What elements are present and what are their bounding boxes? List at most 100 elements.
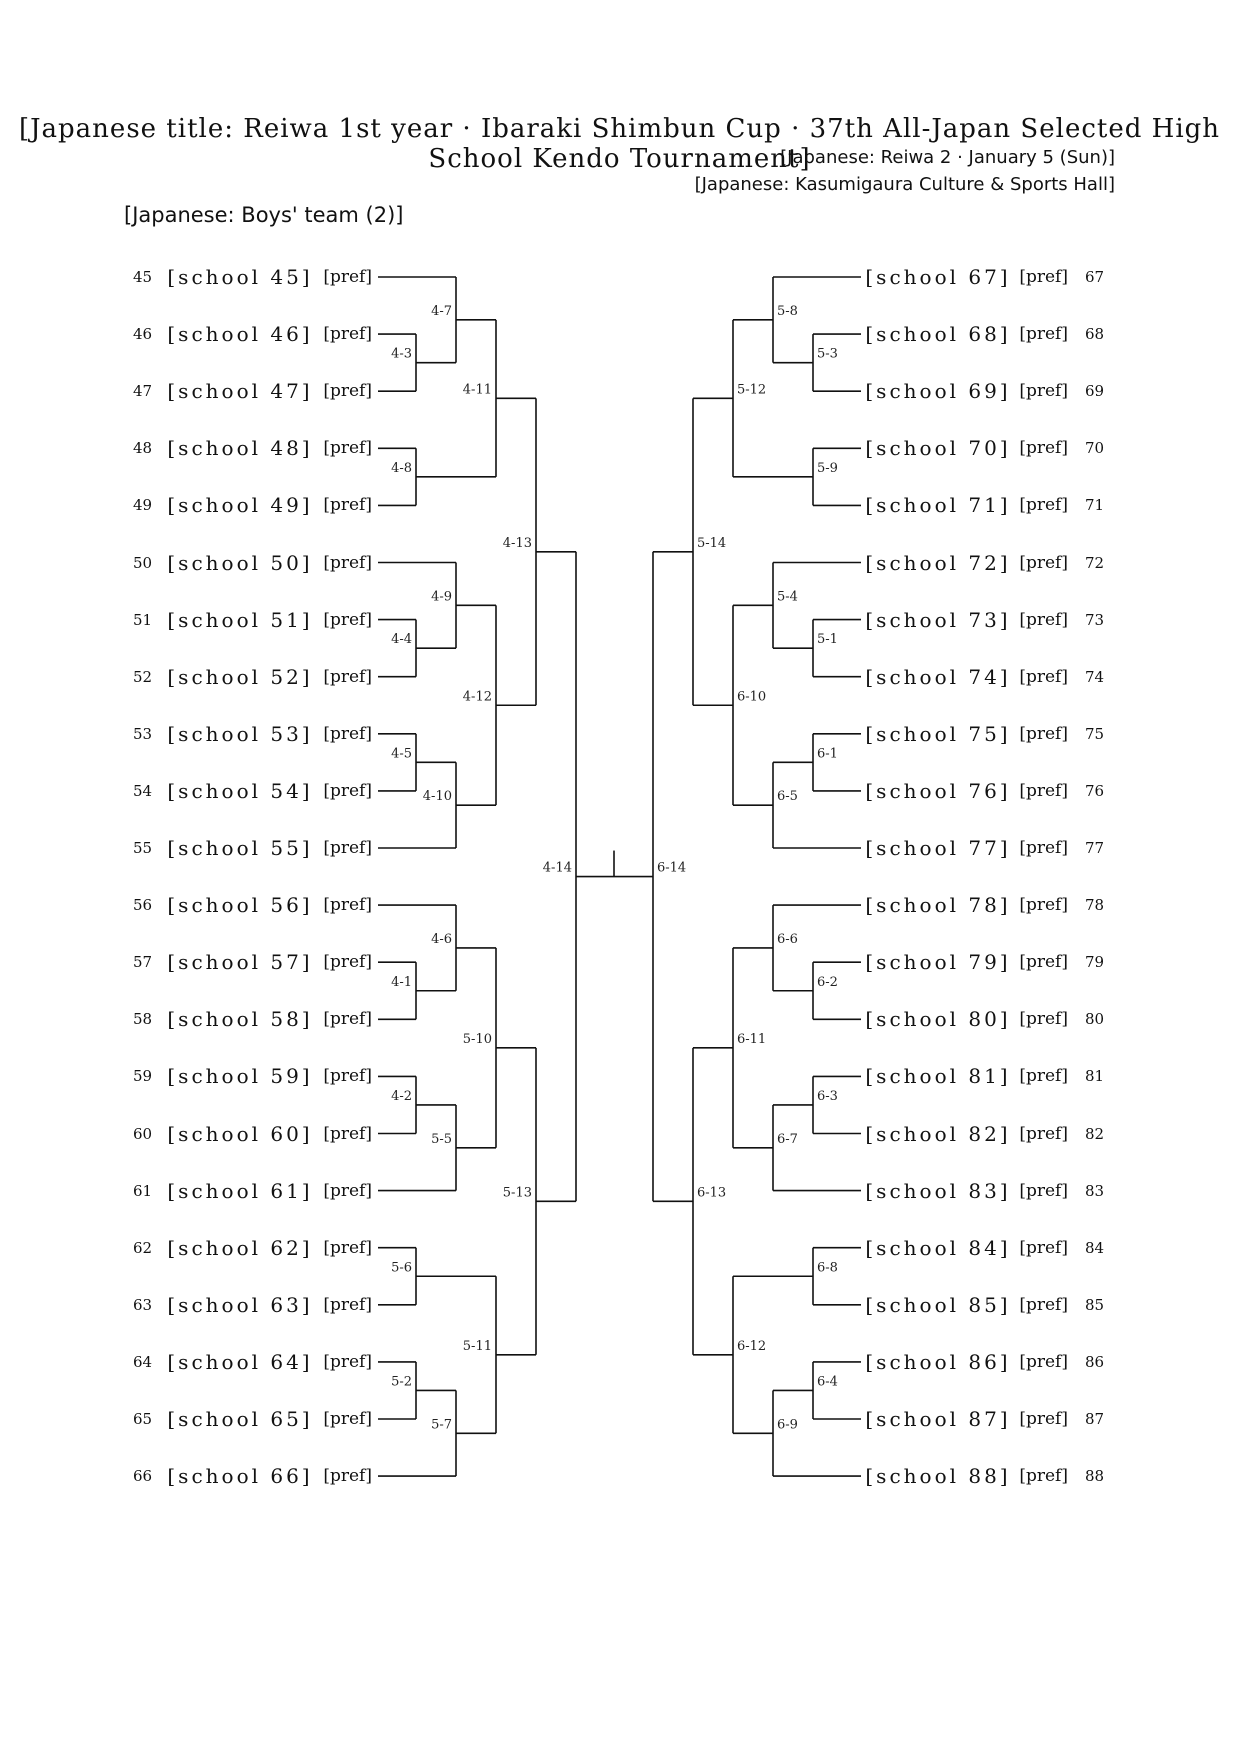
match-number-label: 6-7 <box>777 1132 798 1147</box>
team-prefecture: [pref] <box>323 1294 372 1315</box>
team-prefecture: [pref] <box>323 838 372 858</box>
team-row: [school 73][pref]73 <box>0 605 1239 635</box>
team-prefecture: [pref] <box>323 1409 372 1429</box>
team-number: 87 <box>1085 1410 1105 1428</box>
team-school: [school 75] <box>865 721 1011 746</box>
team-row: 62[school 62][pref] <box>0 1233 1239 1263</box>
team-prefecture: [pref] <box>1019 1009 1068 1030</box>
team-row: 50 [school 50] [pref] <box>0 548 1239 578</box>
team-row: 65[school 65][pref] <box>0 1404 1239 1434</box>
team-number: 57 <box>133 953 153 972</box>
team-row: [school 75] [pref] 75 <box>0 719 1239 749</box>
team-number: 49 <box>133 496 153 515</box>
team-school: [school 83] <box>865 1178 1011 1203</box>
team-school: [school 60] <box>167 1121 313 1146</box>
team-school: [school 80] <box>865 1007 1011 1032</box>
team-number: 56 <box>133 896 153 915</box>
team-school: [school 67] <box>865 265 1011 289</box>
team-number: 74 <box>1085 667 1105 686</box>
team-number: 78 <box>1085 896 1105 915</box>
team-row: 61[school 61][pref] <box>0 1176 1239 1206</box>
team-prefecture: [pref] <box>1019 1066 1068 1087</box>
team-row: 46[school 46][pref] <box>0 319 1239 349</box>
team-prefecture: [pref] <box>323 1123 372 1144</box>
team-school: [school 52] <box>167 664 313 689</box>
team-number: 54 <box>133 781 153 800</box>
team-number: 82 <box>1085 1124 1105 1143</box>
team-row: [school 80][pref]80 <box>0 1004 1239 1034</box>
team-school: [school 84] <box>865 1235 1011 1260</box>
team-row: 64[school 64][pref] <box>0 1347 1239 1377</box>
team-school: [school 66] <box>167 1464 313 1489</box>
team-school: [school 49] <box>167 493 313 518</box>
team-number: 75 <box>1085 724 1105 743</box>
match-number-label: 4-13 <box>503 536 532 551</box>
match-number-label: 5-5 <box>431 1132 452 1147</box>
team-school: [school 74] <box>865 664 1011 689</box>
team-prefecture: [pref] <box>1019 1180 1068 1201</box>
team-row: 56[school 56][pref] <box>0 890 1239 920</box>
match-number-label: 4-6 <box>431 932 452 947</box>
team-prefecture: [pref] <box>1019 723 1068 744</box>
match-number-label: 4-5 <box>391 746 412 761</box>
team-school: [school 79] <box>865 950 1011 975</box>
team-number: 68 <box>1085 325 1105 344</box>
team-row: 49[school 49][pref] <box>0 490 1239 520</box>
match-number-label: 5-2 <box>391 1374 412 1389</box>
document-title: [Japanese title: Reiwa 1st year · Ibarak… <box>18 114 1221 174</box>
match-number-label: 6-14 <box>657 861 686 876</box>
team-number: 50 <box>133 553 153 572</box>
team-number: 81 <box>1085 1067 1105 1086</box>
team-prefecture: [pref] <box>1019 552 1068 573</box>
team-number: 64 <box>133 1352 153 1371</box>
section-heading: [Japanese: Boys' team (2)] <box>124 203 404 227</box>
team-number: 45 <box>133 268 153 286</box>
team-row: [school 84][pref]84 <box>0 1233 1239 1263</box>
match-number-label: 4-3 <box>391 347 412 362</box>
team-row: [school 79][pref]79 <box>0 947 1239 977</box>
team-number: 88 <box>1085 1467 1105 1486</box>
team-row: [school 68][pref]68 <box>0 319 1239 349</box>
team-row: 66[school 66][pref] <box>0 1461 1239 1491</box>
match-number-label: 4-12 <box>463 689 492 704</box>
team-school: [school 85] <box>865 1292 1011 1317</box>
team-school: [school 76] <box>865 778 1011 803</box>
team-school: [school 50] <box>167 550 313 575</box>
match-number-label: 6-11 <box>737 1032 766 1047</box>
team-number: 83 <box>1085 1181 1105 1200</box>
team-number: 46 <box>133 325 153 344</box>
match-number-label: 5-14 <box>697 536 726 551</box>
team-number: 84 <box>1085 1238 1105 1257</box>
team-school: [school 47] <box>167 379 313 404</box>
match-number-label: 4-2 <box>391 1089 412 1104</box>
team-prefecture: [pref] <box>1019 1351 1068 1372</box>
match-number-label: 4-9 <box>431 589 452 604</box>
team-row: [school 70][pref]70 <box>0 433 1239 463</box>
match-number-label: 6-10 <box>737 689 766 704</box>
team-prefecture: [pref] <box>1019 780 1068 801</box>
team-row: [school 71][pref]71 <box>0 490 1239 520</box>
match-number-label: 5-7 <box>431 1417 452 1432</box>
team-number: 63 <box>133 1295 153 1314</box>
team-prefecture: [pref] <box>1019 952 1068 973</box>
match-number-label: 6-1 <box>817 746 838 761</box>
team-prefecture: [pref] <box>1019 1466 1068 1487</box>
match-number-label: 6-5 <box>777 789 798 804</box>
team-number: 59 <box>133 1067 153 1086</box>
team-row: [school 76][pref]76 <box>0 776 1239 806</box>
team-number: 62 <box>133 1238 153 1257</box>
team-number: 77 <box>1085 839 1105 857</box>
team-school: [school 48] <box>167 436 313 461</box>
team-prefecture: [pref] <box>1019 666 1068 687</box>
team-row: 60[school 60][pref] <box>0 1119 1239 1149</box>
team-school: [school 55] <box>167 836 313 860</box>
team-row: 54[school 54][pref] <box>0 776 1239 806</box>
team-number: 85 <box>1085 1295 1105 1314</box>
team-prefecture: [pref] <box>1019 1123 1068 1144</box>
team-row: 58[school 58][pref] <box>0 1004 1239 1034</box>
match-number-label: 5-8 <box>777 304 798 319</box>
team-prefecture: [pref] <box>323 666 372 687</box>
match-number-label: 4-4 <box>391 632 412 647</box>
team-prefecture: [pref] <box>1019 267 1068 287</box>
